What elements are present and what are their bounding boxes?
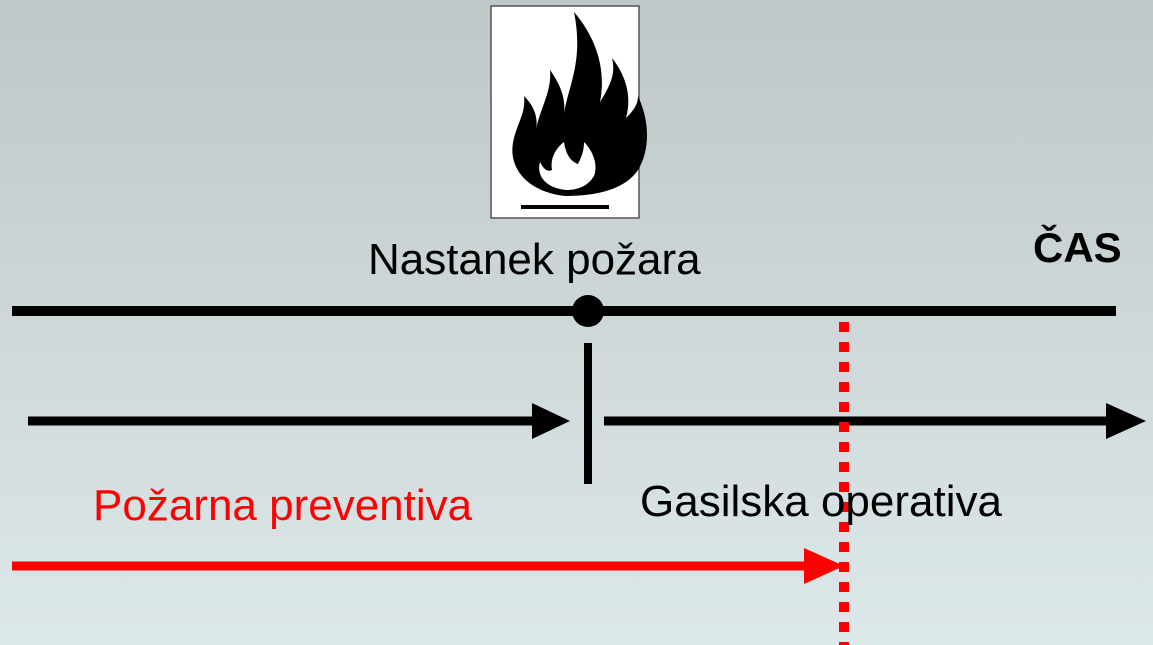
fire-event-point: [572, 295, 604, 327]
prevention-label: Požarna preventiva: [93, 481, 473, 530]
operations-label: Gasilska operativa: [640, 477, 1002, 526]
operations-phase-arrow: [604, 403, 1146, 439]
flammable-flame-icon: [490, 5, 647, 219]
time-axis-label: ČAS: [1033, 224, 1122, 271]
fire-event-label: Nastanek požara: [368, 235, 701, 284]
prevention-phase-arrow: [28, 403, 570, 439]
prevention-extent-arrow: [12, 548, 844, 584]
